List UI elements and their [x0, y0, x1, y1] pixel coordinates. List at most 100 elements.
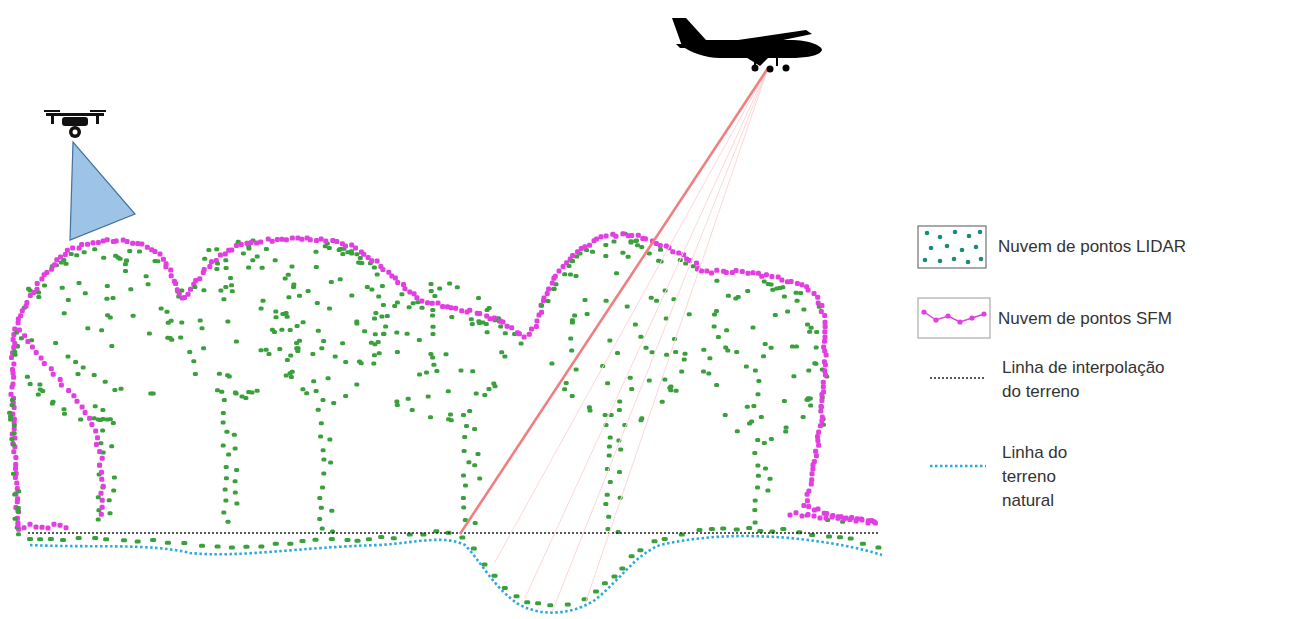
cloud-point: [321, 398, 326, 402]
cloud-point: [270, 239, 275, 244]
cloud-point: [279, 328, 284, 332]
cloud-point: [461, 505, 466, 509]
cloud-point: [712, 325, 717, 329]
cloud-point: [333, 355, 338, 359]
cloud-point: [199, 544, 205, 548]
cloud-point: [769, 437, 774, 441]
cloud-point: [459, 308, 464, 313]
cloud-point: [819, 392, 824, 397]
cloud-point: [82, 250, 87, 254]
cloud-point: [197, 276, 202, 281]
cloud-point: [80, 404, 85, 409]
cloud-point: [191, 359, 196, 363]
cloud-point: [723, 413, 728, 417]
cloud-point: [823, 362, 828, 367]
cloud-point: [583, 298, 588, 302]
cloud-point: [866, 520, 871, 525]
cloud-point: [420, 306, 425, 310]
cloud-point: [286, 273, 291, 277]
cloud-point: [488, 316, 493, 321]
cloud-point: [683, 352, 688, 356]
cloud-point: [477, 477, 482, 481]
legend-text: Nuvem de pontos SFM: [998, 307, 1258, 331]
cloud-point: [295, 324, 300, 328]
cloud-point: [327, 438, 332, 442]
cloud-point: [724, 328, 729, 332]
cloud-point: [539, 304, 544, 308]
cloud-point: [105, 313, 110, 317]
cloud-point: [239, 242, 244, 247]
cloud-point: [807, 330, 812, 334]
cloud-point: [116, 256, 121, 260]
cloud-point: [343, 360, 348, 364]
cloud-point: [574, 274, 579, 278]
cloud-point: [168, 336, 173, 340]
cloud-point: [101, 484, 106, 489]
cloud-point: [79, 242, 84, 247]
cloud-point: [369, 258, 374, 263]
cloud-point: [765, 489, 770, 493]
cloud-point: [376, 294, 381, 298]
cloud-point: [381, 303, 386, 307]
cloud-point: [100, 428, 105, 432]
cloud-point: [819, 419, 824, 424]
cloud-point: [279, 237, 284, 242]
cloud-point: [461, 496, 466, 500]
cloud-point: [795, 281, 800, 286]
cloud-point: [359, 361, 364, 365]
lidar-beams: [460, 68, 768, 612]
cloud-point: [806, 287, 811, 292]
cloud-point: [714, 309, 719, 313]
cloud-point: [629, 233, 634, 238]
natural-terrain-line: [30, 536, 882, 613]
cloud-point: [200, 326, 205, 330]
cloud-point: [779, 278, 784, 283]
cloud-point: [799, 282, 804, 287]
cloud-point: [354, 252, 359, 256]
cloud-point: [773, 313, 778, 317]
cloud-point: [535, 601, 541, 605]
cloud-point: [707, 356, 712, 360]
cloud-point: [349, 252, 354, 256]
cloud-point: [652, 539, 658, 543]
cloud-point: [629, 239, 634, 243]
cloud-point: [395, 403, 400, 407]
cloud-point: [502, 355, 507, 359]
cloud-point: [329, 509, 334, 513]
cloud-point: [714, 279, 719, 283]
cloud-point: [821, 384, 826, 389]
cloud-point: [294, 346, 299, 350]
cloud-point: [70, 245, 75, 250]
cloud-point: [824, 353, 829, 358]
cloud-point: [654, 299, 659, 303]
cloud-point: [514, 594, 520, 598]
cloud-point: [603, 413, 608, 417]
cloud-point: [535, 319, 540, 324]
cloud-point: [64, 525, 69, 530]
drone: [44, 110, 135, 240]
cloud-point: [224, 476, 229, 480]
cloud-point: [354, 382, 359, 386]
cloud-point: [444, 352, 449, 356]
cloud-point: [313, 538, 319, 542]
cloud-point: [222, 398, 227, 402]
cloud-point: [221, 411, 226, 415]
cloud-point: [52, 522, 57, 527]
cloud-point: [85, 242, 90, 247]
cloud-point: [353, 246, 358, 251]
cloud-point: [273, 542, 279, 546]
cloud-point: [187, 350, 192, 354]
cloud-point: [697, 528, 703, 532]
cloud-point: [546, 299, 551, 303]
cloud-point: [40, 389, 45, 393]
cloud-point: [361, 252, 366, 257]
cloud-point: [288, 354, 293, 358]
cloud-point: [362, 329, 367, 333]
cloud-point: [215, 544, 221, 548]
cloud-point: [173, 281, 178, 286]
cloud-point: [10, 403, 15, 407]
cloud-point: [859, 516, 864, 521]
cloud-point: [338, 277, 343, 281]
cloud-point: [300, 539, 306, 543]
cloud-point: [16, 523, 21, 528]
